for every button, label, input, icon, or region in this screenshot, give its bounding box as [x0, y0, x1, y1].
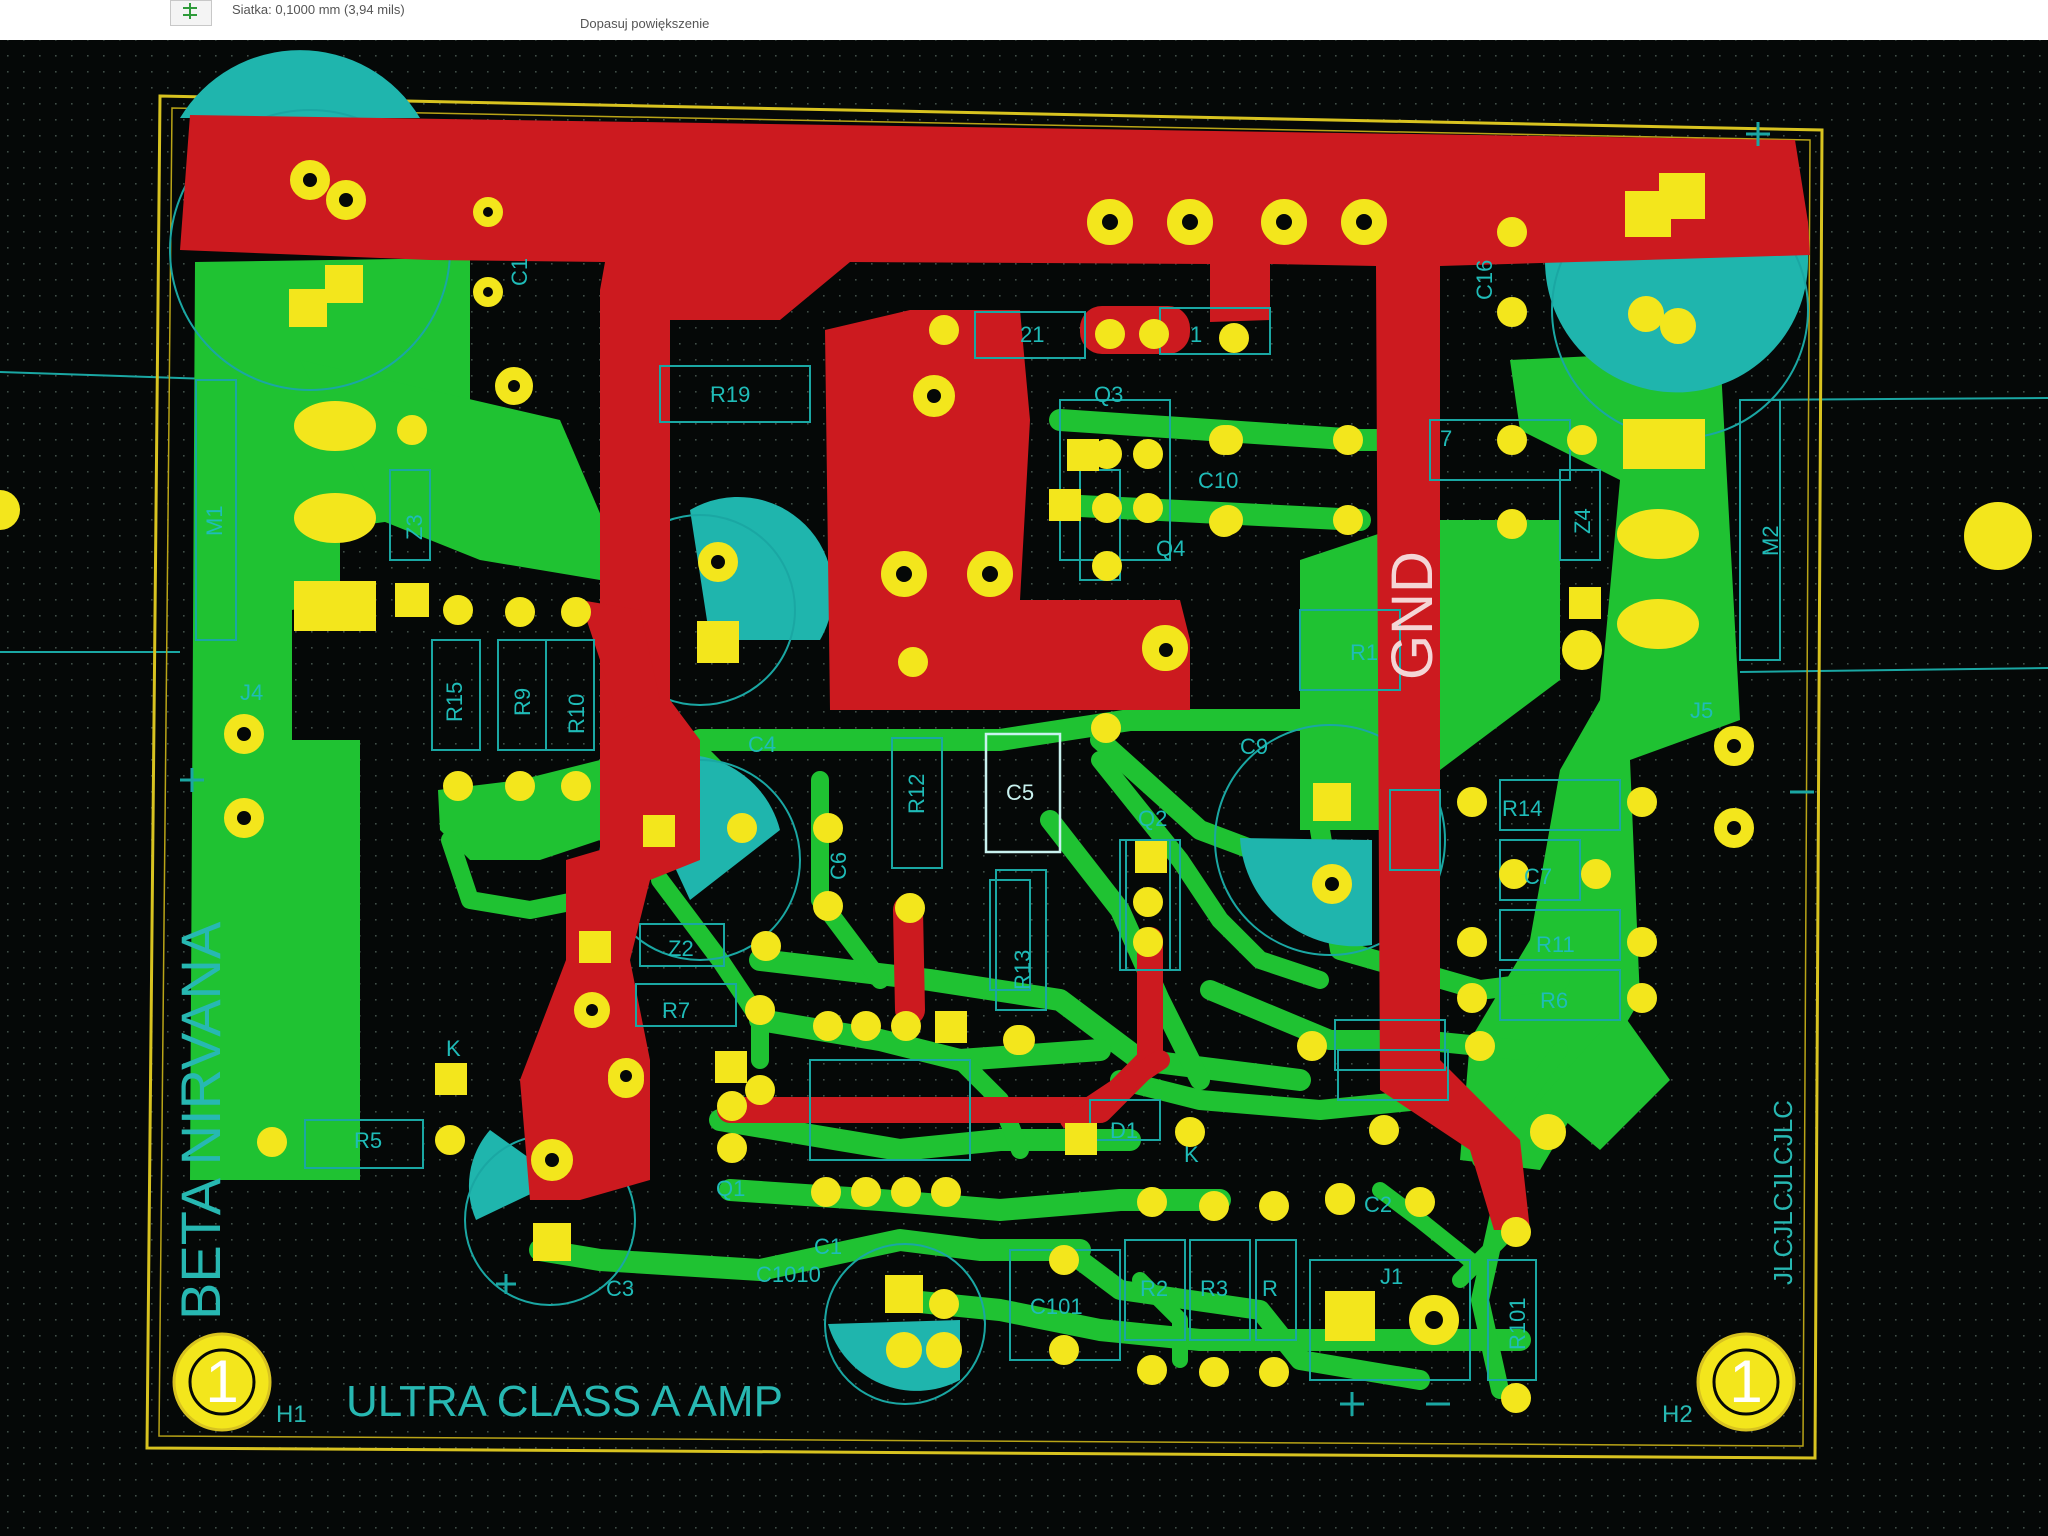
ref-r4: R	[1262, 1276, 1278, 1301]
pcb-board-view[interactable]: 1 1 ULTRA CLASS A AMP BETA NIRVANA GND J…	[0, 40, 2048, 1536]
ref-r6: R6	[1540, 988, 1568, 1013]
ref-r14: R14	[1502, 796, 1542, 821]
ref-r19: R19	[710, 382, 750, 407]
ref-c6: C6	[826, 852, 851, 880]
ref-j5: J5	[1690, 698, 1713, 723]
ref-r15: R15	[442, 682, 467, 722]
board-side-title: BETA NIRVANA	[169, 921, 232, 1320]
reference-designators: R19 21 1 Q3 C10 Q4 7 R1 C1 C16 Z3 Z4 M1 …	[202, 258, 1783, 1350]
ref-c2: C2	[1364, 1192, 1392, 1217]
ref-c10: C10	[1198, 468, 1238, 493]
mount-hole-h1: H1	[276, 1401, 307, 1428]
ref-c1: C1	[507, 258, 532, 286]
ref-r9: R9	[510, 688, 535, 716]
front-copper-traces	[717, 895, 1170, 1130]
toolbar: Siatka: 0,1000 mm (3,94 mils) Dopasuj po…	[0, 0, 2048, 41]
ref-c-small: C1	[814, 1234, 842, 1259]
ref-k2: K	[1184, 1142, 1199, 1167]
ref-r-top: 1	[1190, 322, 1202, 347]
ref-d1: D1	[1110, 1118, 1138, 1143]
ref-z3: Z3	[402, 514, 427, 540]
ref-q4: Q4	[1156, 536, 1185, 561]
mount-hole-h2: H2	[1662, 1401, 1693, 1428]
polarity-markers	[180, 122, 1814, 1416]
ref-k1: K	[446, 1036, 461, 1061]
ref-r3: R3	[1200, 1276, 1228, 1301]
ref-c101: C101	[1030, 1294, 1083, 1319]
ref-r-mid: R1	[1350, 640, 1378, 665]
ref-q2: Q2	[1138, 806, 1167, 831]
ref-r12: R12	[904, 774, 929, 814]
grid-icon[interactable]	[170, 0, 212, 26]
ref-r21: 21	[1020, 322, 1044, 347]
ref-z4: Z4	[1570, 508, 1595, 534]
ref-m2: M2	[1758, 525, 1783, 556]
pcb-canvas[interactable]: 1 1 ULTRA CLASS A AMP BETA NIRVANA GND J…	[0, 40, 2048, 1536]
ref-z2: Z2	[668, 936, 694, 961]
ref-j4: J4	[240, 680, 263, 705]
ref-r5: R5	[354, 1128, 382, 1153]
hole-mark-right: 1	[1729, 1348, 1762, 1415]
ref-j1: J1	[1380, 1264, 1403, 1289]
ref-r2: R2	[1140, 1276, 1168, 1301]
ref-r7: R7	[662, 998, 690, 1023]
board-keepout	[158, 107, 1811, 1447]
ref-r10: R10	[564, 694, 589, 734]
grid-setting-label[interactable]: Siatka: 0,1000 mm (3,94 mils)	[232, 2, 405, 17]
c5-selected-outline[interactable]	[984, 732, 1062, 854]
ref-c4: C4	[748, 732, 776, 757]
ref-c1010: C1010	[756, 1262, 821, 1287]
ref-m1: M1	[202, 505, 227, 536]
ref-rx7: 7	[1440, 426, 1452, 451]
ref-c5: C5	[1006, 780, 1034, 805]
ref-r11: R11	[1536, 932, 1575, 957]
ref-c9: C9	[1240, 734, 1268, 759]
board-title: ULTRA CLASS A AMP	[346, 1377, 783, 1426]
ref-q1: Q1	[716, 1176, 745, 1201]
gnd-net-label: GND	[1380, 551, 1445, 680]
pads	[224, 160, 1754, 1413]
mounting-holes	[0, 490, 2032, 1432]
ref-c3: C3	[606, 1276, 634, 1301]
silkscreen-outlines	[195, 307, 1781, 1381]
hole-mark-left: 1	[205, 1348, 238, 1415]
zoom-fit-label[interactable]: Dopasuj powiększenie	[580, 16, 710, 31]
board-edge	[145, 94, 1824, 1460]
ref-r13: R13	[1010, 950, 1035, 990]
ref-c7: C7	[1524, 864, 1552, 889]
vendor-mark: JLCJLCJLCJLC	[1768, 1100, 1798, 1285]
ref-r101: R101	[1505, 1297, 1530, 1350]
ref-q3: Q3	[1094, 382, 1123, 407]
ref-c16: C16	[1472, 260, 1497, 300]
